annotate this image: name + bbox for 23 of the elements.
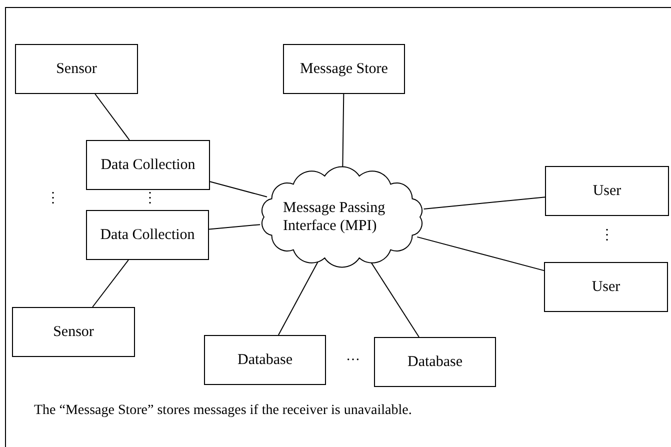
connector-line bbox=[208, 224, 261, 230]
ellipsis-mark: ⋮ bbox=[600, 227, 614, 245]
process-box: Data Collection bbox=[86, 140, 210, 190]
process-box: Database bbox=[374, 337, 496, 387]
process-box: Sensor bbox=[12, 307, 135, 357]
connector-line bbox=[278, 261, 318, 336]
process-box: Data Collection bbox=[86, 210, 209, 260]
process-box: Sensor bbox=[15, 44, 138, 94]
connector-line bbox=[423, 196, 546, 210]
connector-line bbox=[210, 181, 268, 198]
process-box: Message Store bbox=[283, 44, 405, 94]
ellipsis-mark: ⋮ bbox=[46, 190, 60, 208]
connector-line bbox=[94, 94, 130, 140]
connector-line bbox=[416, 236, 544, 272]
connector-line bbox=[370, 260, 420, 338]
node-text: Message Passing Interface (MPI) bbox=[283, 199, 386, 235]
process-box: Database bbox=[204, 335, 326, 385]
process-box: User bbox=[545, 166, 669, 216]
caption: The “Message Store” stores messages if the receiver is unavailable. bbox=[34, 402, 412, 420]
ellipsis-mark: … bbox=[346, 348, 360, 366]
connector-line bbox=[92, 260, 129, 308]
ellipsis-mark: ⋮ bbox=[143, 190, 157, 208]
process-box: User bbox=[544, 262, 668, 312]
